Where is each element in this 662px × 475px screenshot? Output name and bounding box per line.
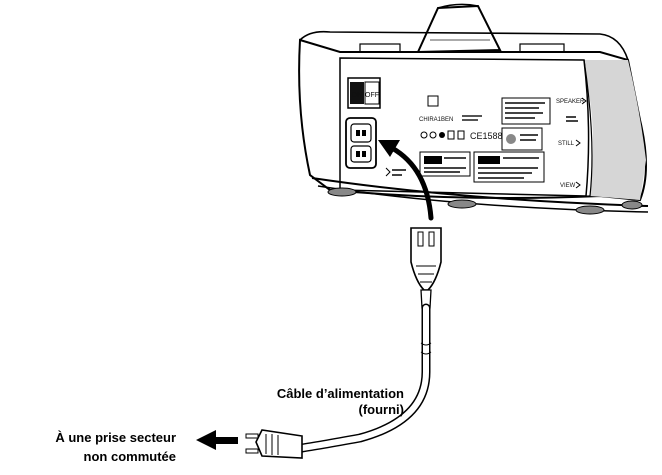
side-label-still: STILL — [558, 141, 575, 147]
wall-plug — [255, 429, 303, 459]
outlet-label-line1: À une prise secteur — [55, 430, 176, 445]
cable-label-line2: (fourni) — [359, 402, 404, 417]
device-foot — [621, 200, 643, 210]
plug-prong — [245, 433, 259, 439]
side-label-speaker: SPEAKER — [556, 99, 585, 105]
device-bottom-rim — [311, 177, 649, 207]
power-cable — [245, 227, 442, 459]
device-foot — [327, 187, 357, 197]
cable-cord — [297, 303, 431, 453]
cable-label-line1: Câble d’alimentation — [277, 386, 404, 401]
certification-icons — [420, 130, 465, 140]
device-rear-view: ON OFF CHIRA1BEN CE1588 — [298, 3, 649, 215]
device-top-ridge — [299, 30, 629, 61]
brand-logo-icon — [427, 95, 439, 107]
device-top-dock — [416, 4, 502, 54]
switch-off-label: OFF — [365, 92, 379, 99]
cable-connector — [410, 227, 442, 291]
plug-prong — [245, 448, 259, 454]
device-foot — [447, 199, 477, 209]
power-switch[interactable]: ON OFF — [347, 77, 381, 109]
device-side-shade — [584, 60, 646, 200]
outlet-arrow — [196, 430, 238, 450]
model-code: CHIRA1BEN — [419, 117, 453, 123]
side-label-view: VIEW — [560, 183, 576, 189]
ce-mark: CE1588 — [470, 131, 503, 141]
power-inlet — [345, 117, 377, 169]
info-label-top — [501, 97, 551, 125]
device-foot — [575, 205, 605, 215]
connect-arrow — [378, 140, 434, 221]
switch-on-label: ON — [352, 92, 363, 99]
outlet-label-line2: non commutée — [84, 449, 176, 464]
